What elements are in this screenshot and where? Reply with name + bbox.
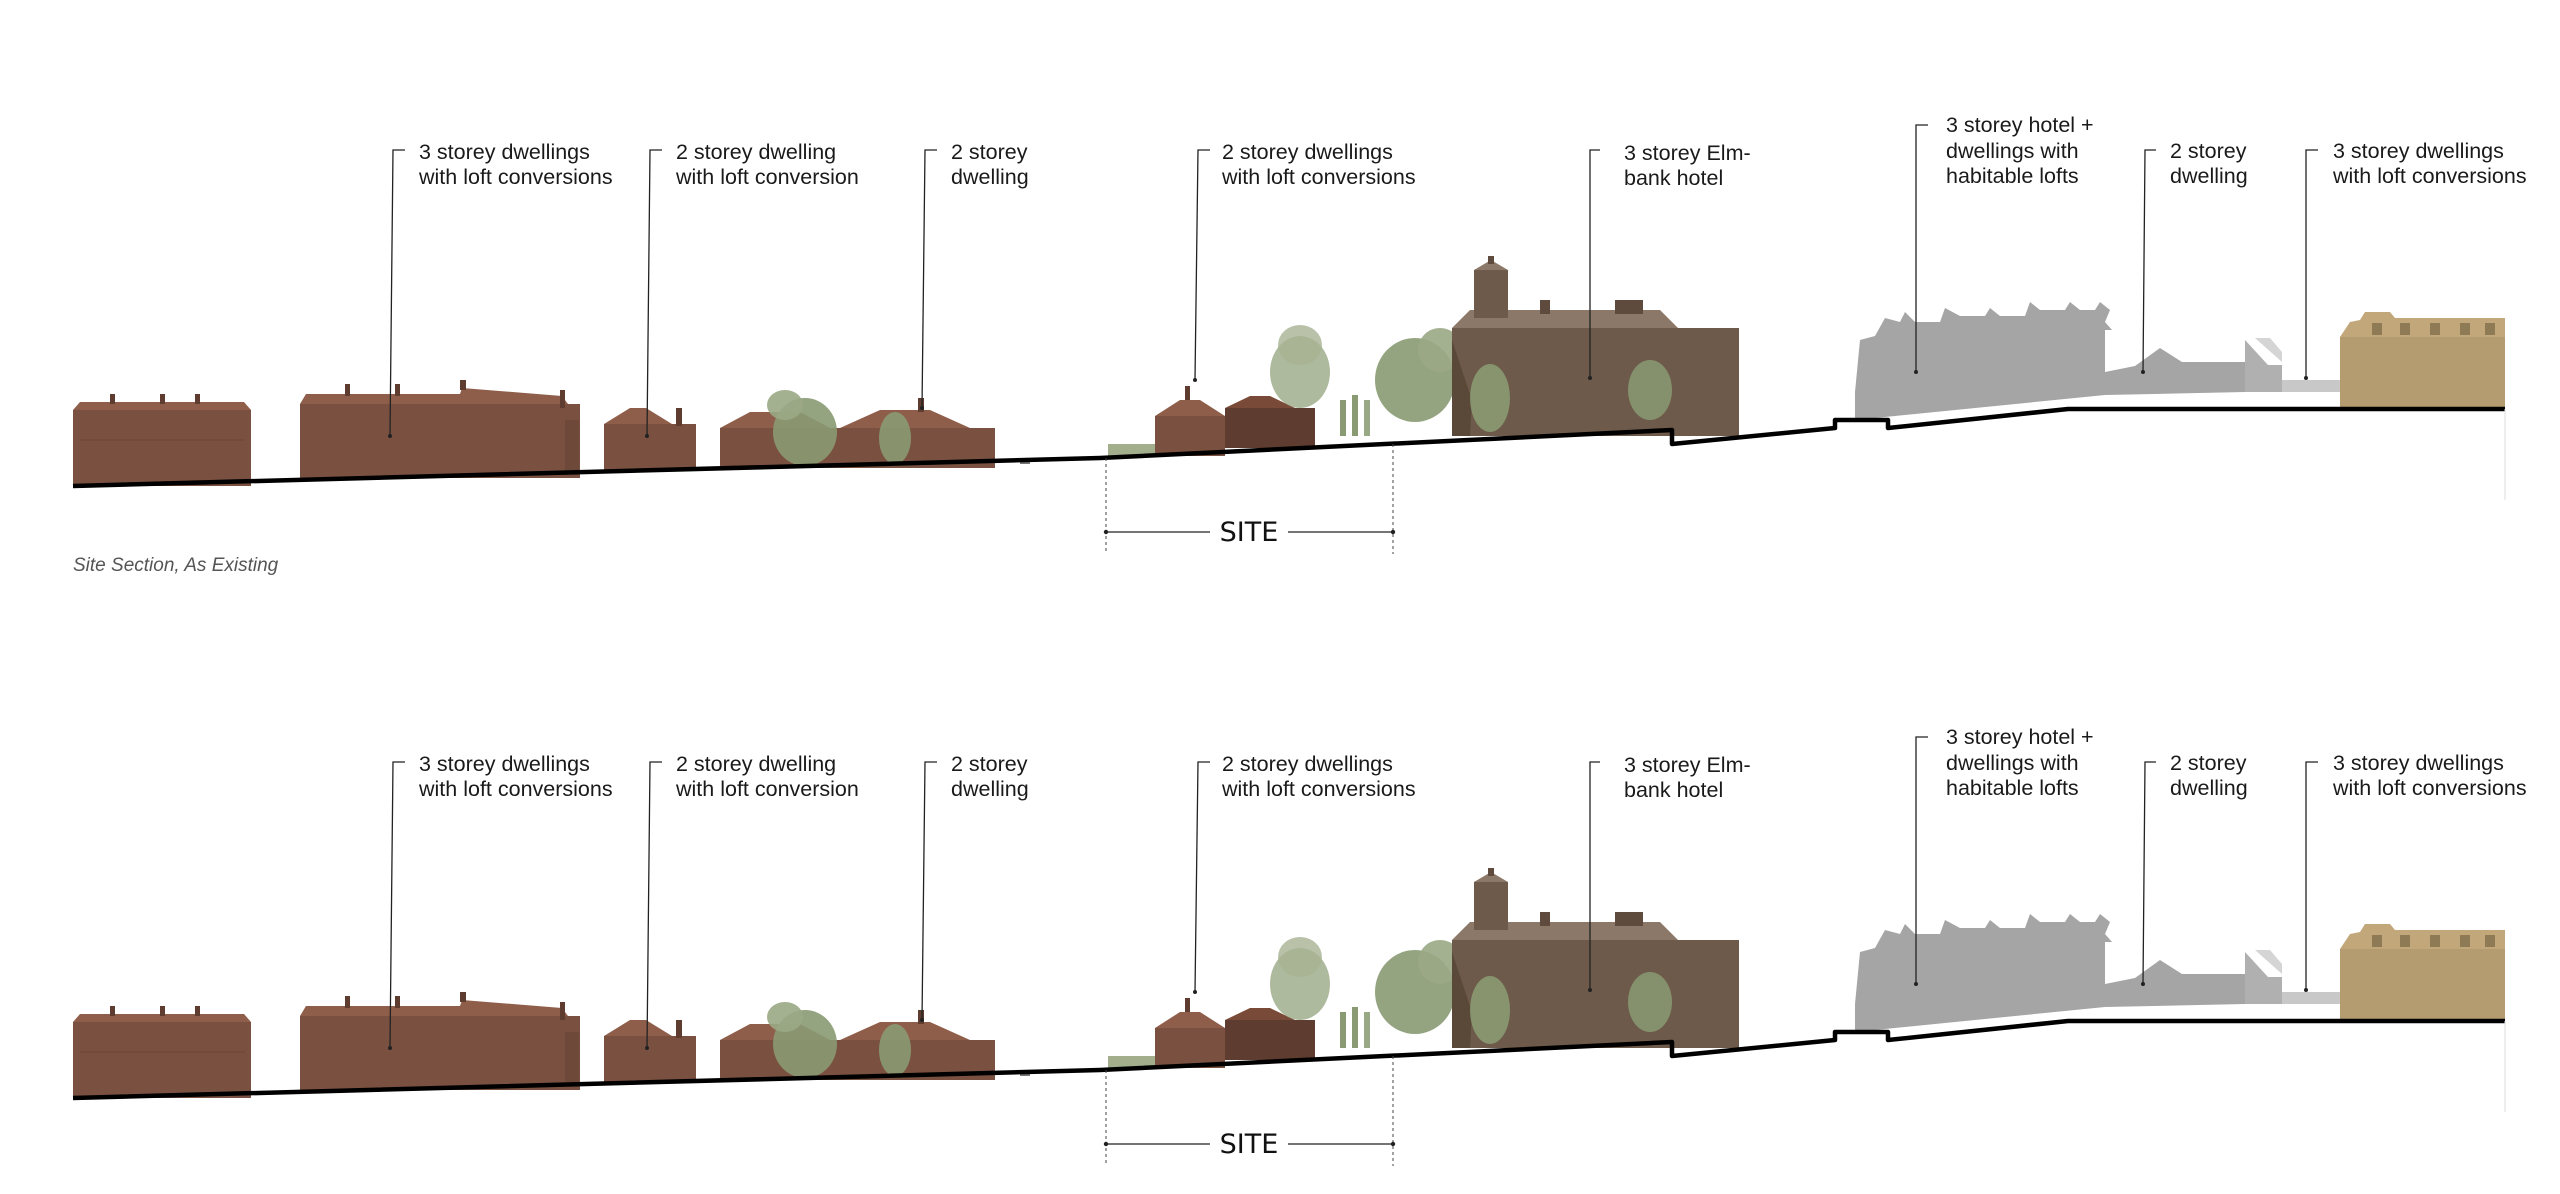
label-1-line1: 3 storey dwellings (419, 140, 590, 164)
label-5-line2: bank hotel (1624, 778, 1723, 802)
building-labels: 3 storey dwellings with loft conversions… (418, 113, 2527, 190)
label-8-line2: with loft conversions (2332, 776, 2527, 800)
label-7-line1: 2 storey (2170, 751, 2247, 775)
label-6-line1: 3 storey hotel + (1946, 725, 2094, 749)
label-6-line3: habitable lofts (1946, 776, 2079, 800)
label-1-line2: with loft conversions (418, 165, 613, 189)
label-8-line2: with loft conversions (2332, 164, 2527, 188)
label-6-line3: habitable lofts (1946, 164, 2079, 188)
site-label: SITE (1220, 1129, 1279, 1160)
label-5-line2: bank hotel (1624, 166, 1723, 190)
label-1-line1: 3 storey dwellings (419, 752, 590, 776)
label-4-line1: 2 storey dwellings (1222, 140, 1393, 164)
label-4-line2: with loft conversions (1221, 777, 1416, 801)
label-2-line2: with loft conversion (675, 777, 859, 801)
label-3-line1: 2 storey (951, 752, 1028, 776)
site-label: SITE (1220, 517, 1279, 548)
label-3-line2: dwelling (951, 165, 1029, 189)
label-2-line1: 2 storey dwelling (676, 752, 836, 776)
label-5-line1: 3 storey Elm- (1624, 753, 1751, 777)
label-1-line2: with loft conversions (418, 777, 613, 801)
label-4-line1: 2 storey dwellings (1222, 752, 1393, 776)
label-7-line2: dwelling (2170, 776, 2248, 800)
label-7-line2: dwelling (2170, 164, 2248, 188)
section-existing: 3 storey dwellings with loft conversions… (73, 113, 2527, 576)
label-2-line1: 2 storey dwelling (676, 140, 836, 164)
label-8-line1: 3 storey dwellings (2333, 751, 2504, 775)
label-3-line1: 2 storey (951, 140, 1028, 164)
label-5-line1: 3 storey Elm- (1624, 141, 1751, 165)
label-6-line2: dwellings with (1946, 751, 2079, 775)
building-labels: 3 storey dwellings with loft conversions… (418, 725, 2527, 802)
section-caption: Site Section, As Existing (73, 555, 279, 576)
label-6-line2: dwellings with (1946, 139, 2079, 163)
label-3-line2: dwelling (951, 777, 1029, 801)
label-4-line2: with loft conversions (1221, 165, 1416, 189)
label-7-line1: 2 storey (2170, 139, 2247, 163)
label-8-line1: 3 storey dwellings (2333, 139, 2504, 163)
label-2-line2: with loft conversion (675, 165, 859, 189)
section-proposed: 3 storey dwellings with loft conversions… (73, 725, 2527, 1166)
label-6-line1: 3 storey hotel + (1946, 113, 2094, 137)
